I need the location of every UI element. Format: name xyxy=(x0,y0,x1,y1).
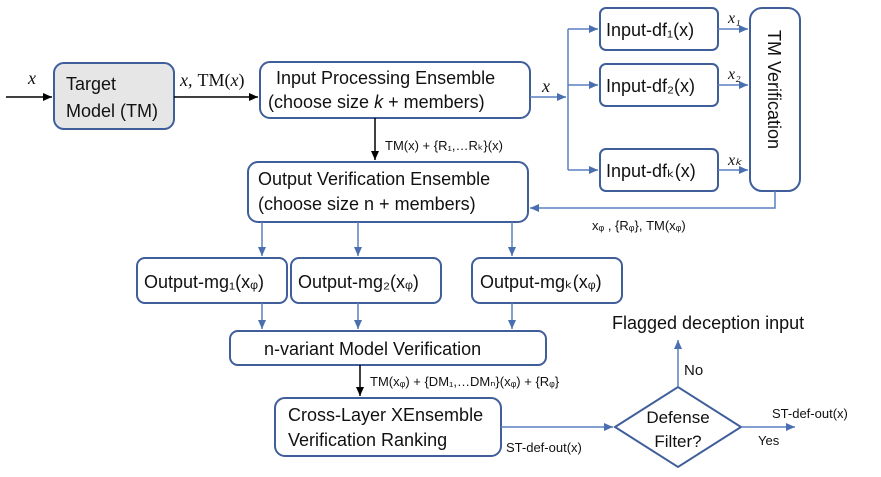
no-label: No xyxy=(684,362,703,379)
output-mgk-label: Output-mgₖ(xᵩ) xyxy=(480,272,602,292)
output-verification-line1: Output Verification Ensemble xyxy=(258,169,490,189)
output-mgk-box xyxy=(471,257,623,304)
input-processing-line1: Input Processing Ensemble xyxy=(276,68,495,88)
dm-label: TM(xᵩ) + {DM₁,…DMₙ}(xᵩ) + {Rᵩ} xyxy=(370,374,560,389)
ip-output-x: x xyxy=(541,76,550,96)
input-x-label: x xyxy=(27,68,36,88)
defense-filter-line2: Filter? xyxy=(654,432,701,451)
input-df2-label: Input-df₂(x) xyxy=(606,76,695,96)
target-model-box xyxy=(53,62,175,130)
output-mg1-box xyxy=(136,257,288,304)
defense-filter-diamond xyxy=(613,385,743,469)
output-verification-box xyxy=(247,161,529,223)
output-mg1-label: Output-mg₁(xᵩ) xyxy=(144,272,264,292)
output-mg2-label: Output-mg₂(xᵩ) xyxy=(298,272,419,292)
tm-output-label: x,TM(x) xyxy=(179,70,245,91)
st-def-out-left: ST-def-out(x) xyxy=(506,440,582,455)
df2-output-label: x₂ xyxy=(727,66,741,83)
input-processing-line2: (choose size k + members) xyxy=(268,92,485,112)
output-verification-line2: (choose size n + members) xyxy=(258,194,476,214)
df1-output-label: x₁ xyxy=(727,10,741,27)
yes-label: Yes xyxy=(758,433,780,448)
target-model-line1: Target xyxy=(66,74,116,94)
tm-plus-r-label: TM(x) + {R₁,…Rₖ}(x) xyxy=(385,138,503,153)
cross-layer-line2: Verification Ranking xyxy=(288,430,447,450)
n-variant-label: n-variant Model Verification xyxy=(264,339,481,359)
tm-verification-label: TM Verification xyxy=(764,30,784,149)
feedback-label: xᵩ , {Rᵩ}, TM(xᵩ) xyxy=(592,218,686,233)
cross-layer-line1: Cross-Layer XEnsemble xyxy=(288,405,483,425)
dfk-output-label: xₖ xyxy=(727,152,742,169)
input-processing-box xyxy=(259,61,531,119)
flagged-label: Flagged deception input xyxy=(612,313,804,333)
st-def-out-right: ST-def-out(x) xyxy=(772,406,848,421)
input-df1-label: Input-df₁(x) xyxy=(606,20,694,40)
output-mg2-box xyxy=(290,257,442,304)
target-model-line2: Model (TM) xyxy=(66,101,158,121)
n-variant-box xyxy=(229,330,547,366)
tmv-feedback-arrow xyxy=(530,191,776,212)
defense-filter-line1: Defense xyxy=(646,408,709,427)
input-dfk-label: Input-dfₖ(x) xyxy=(606,161,696,181)
